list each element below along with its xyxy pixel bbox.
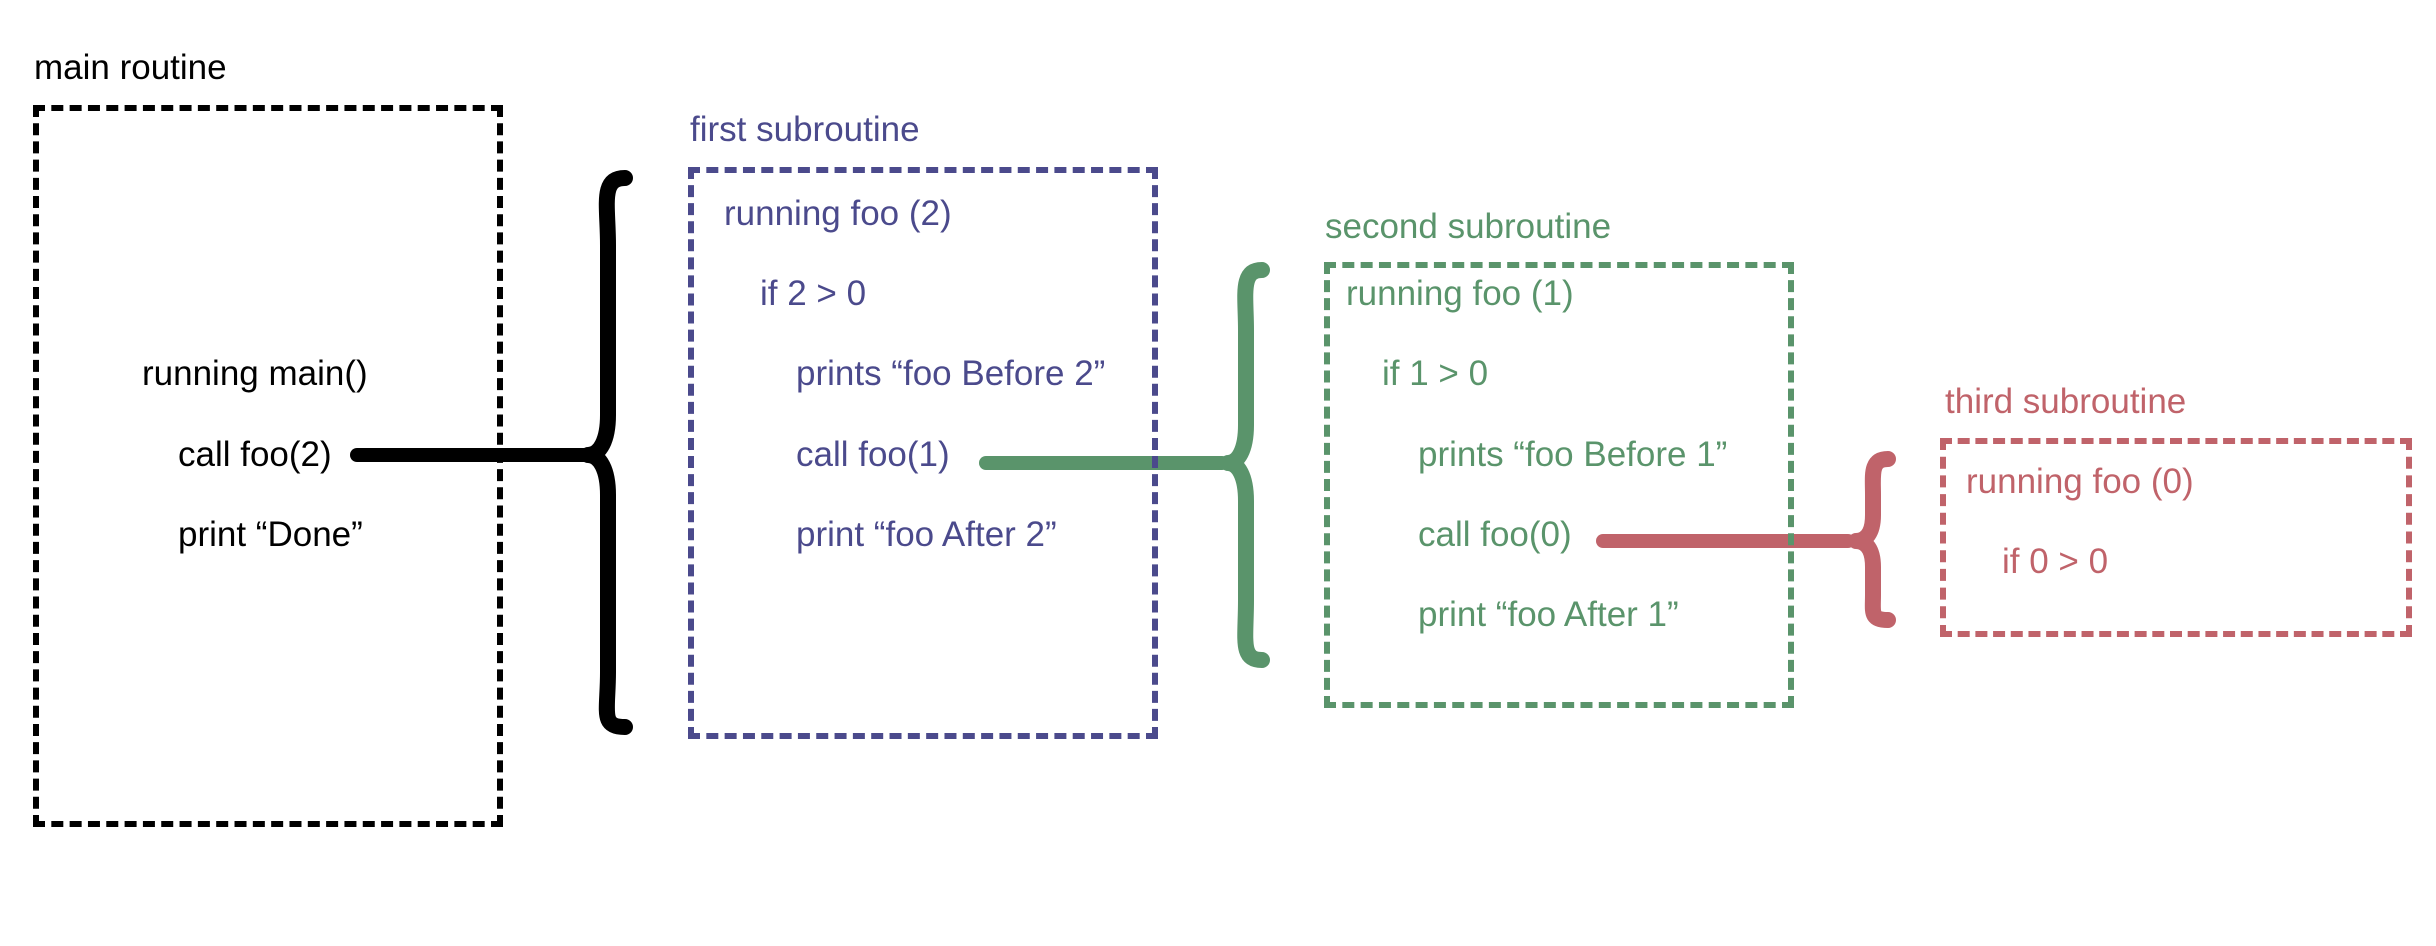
main-line-2: call foo(2): [178, 435, 332, 474]
brace-third: [1848, 451, 1896, 628]
third-line-1: running foo (0): [1966, 462, 2194, 501]
third-subroutine-box: [1940, 438, 2412, 637]
brace-first: [580, 170, 633, 735]
first-line-4: call foo(1): [796, 435, 950, 474]
second-line-3: prints “foo Before 1”: [1418, 435, 1728, 474]
main-line-3: print “Done”: [178, 515, 363, 554]
second-line-4: call foo(0): [1418, 515, 1572, 554]
main-routine-box: [33, 105, 503, 827]
second-subroutine-title: second subroutine: [1325, 207, 1612, 246]
first-line-5: print “foo After 2”: [796, 515, 1057, 554]
first-subroutine-title: first subroutine: [690, 110, 920, 149]
first-line-2: if 2 > 0: [760, 274, 867, 313]
second-line-5: print “foo After 1”: [1418, 595, 1679, 634]
third-line-2: if 0 > 0: [2002, 542, 2109, 581]
second-line-2: if 1 > 0: [1382, 354, 1489, 393]
main-routine-title: main routine: [34, 48, 227, 87]
second-subroutine-box: [1324, 262, 1794, 708]
first-line-1: running foo (2): [724, 194, 952, 233]
second-line-1: running foo (1): [1346, 274, 1574, 313]
main-line-1: running main(): [142, 354, 368, 393]
third-subroutine-title: third subroutine: [1945, 382, 2187, 421]
brace-second: [1220, 262, 1270, 668]
first-subroutine-box: [688, 167, 1158, 739]
first-line-3: prints “foo Before 2”: [796, 354, 1106, 393]
